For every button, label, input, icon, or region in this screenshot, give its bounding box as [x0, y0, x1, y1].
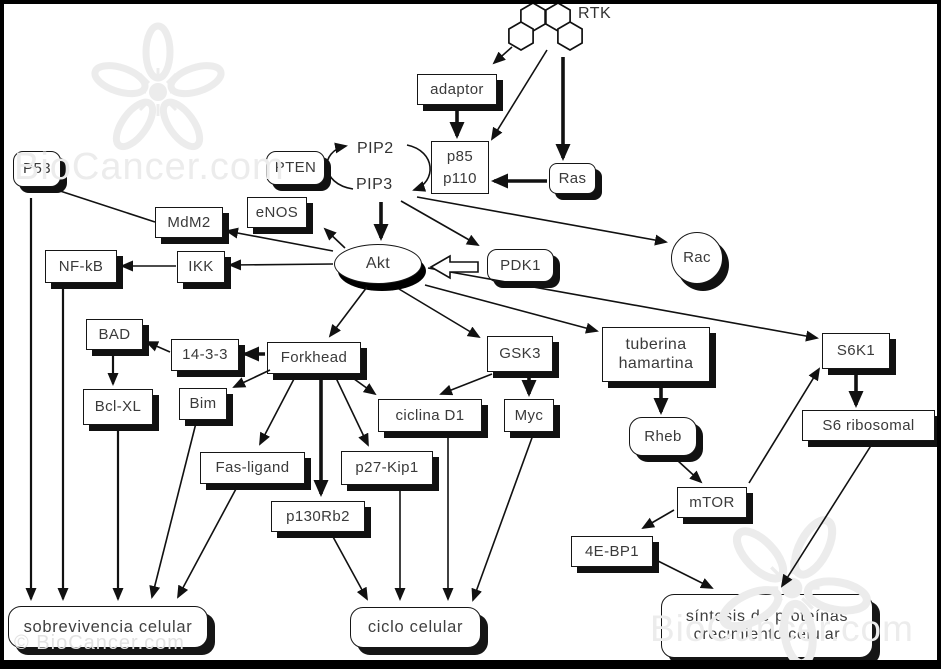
watermark-brand-top: BioCancer.com: [14, 146, 285, 188]
edge-forkhead-to-fasligand: [259, 376, 296, 446]
edge-akt-to-enos: [323, 227, 346, 249]
node-ciclo-celular: ciclo celular: [350, 607, 481, 648]
node-adaptor: adaptor: [417, 74, 497, 105]
arc-pip2-to-pip3: [406, 144, 431, 192]
edge-rheb-to-mtor: [676, 459, 703, 484]
node-gsk3: GSK3: [487, 336, 553, 372]
edge-p130rb2-to-ciclo: [331, 534, 368, 601]
node-pten: PTEN: [266, 151, 325, 185]
node-sobrevivencia-celular: sobrevivencia celular: [8, 606, 208, 648]
watermark-flower: [91, 22, 225, 151]
node-s6-ribosomal: S6 ribosomal: [802, 410, 935, 441]
label-rtk: RTK: [578, 5, 612, 22]
edge-forkhead-to-bim: [232, 369, 271, 388]
node-bclxl: Bcl-XL: [83, 389, 153, 425]
edge-pip3-to-rac: [416, 196, 668, 246]
edge-myc-to-ciclo: [471, 434, 534, 602]
node-mdm2: MdM2: [155, 207, 223, 238]
node-akt: Akt: [334, 244, 422, 284]
node-14-3-3: 14-3-3: [171, 339, 239, 371]
edge-akt-to-forkhead: [328, 286, 368, 338]
node-4e-bp1: 4E-BP1: [571, 536, 653, 567]
watermark-copyright: © BioCancer.com: [14, 632, 185, 654]
node-mtor: mTOR: [677, 487, 747, 518]
node-p130rb2: p130Rb2: [271, 501, 365, 532]
pdk1-akt-hollow-arrow: [429, 254, 479, 280]
edge-forkhead-to-p27kip1: [335, 377, 369, 447]
edge-gsk3-to-ciclinad1: [439, 373, 493, 396]
edge-akt-to-tuberina: [424, 284, 599, 334]
node-myc: Myc: [504, 399, 554, 432]
node-ikk: IKK: [177, 251, 225, 283]
node-p27-kip1: p27-Kip1: [341, 451, 433, 485]
node-ciclina-d1: ciclina D1: [378, 399, 482, 432]
edge-rtk-to-adaptor: [492, 46, 513, 65]
edge-mtor-to-fourebp1: [641, 509, 675, 530]
label-pip2: PIP2: [357, 140, 394, 157]
edge-akt-to-ikk: [228, 259, 334, 271]
node-nfkb: NF-kB: [45, 250, 117, 283]
node-fas-ligand: Fas-ligand: [200, 452, 305, 484]
node-pdk1: PDK1: [487, 249, 554, 282]
edge-mdm2-to-p53: [53, 188, 156, 223]
node-rac: Rac: [671, 232, 723, 284]
edge-bim-to-sobrevivencia: [149, 422, 197, 599]
edge-akt-to-mdm2: [225, 227, 334, 252]
node-bad: BAD: [86, 319, 143, 350]
label-pip3: PIP3: [356, 176, 393, 193]
node-s6k1: S6K1: [822, 333, 890, 369]
node-enos: eNOS: [247, 197, 307, 228]
watermark-brand-bottom: BioCancer.com: [650, 608, 914, 649]
edge-rtk-to-p85p110: [490, 49, 548, 141]
edge-t1433-to-bad: [145, 341, 171, 353]
edge-s6rib-to-sintesis: [780, 443, 873, 588]
node-ras: Ras: [549, 163, 596, 194]
rtk-receptor-icon: [508, 2, 583, 51]
arc-pip3-to-pip2: [326, 142, 354, 190]
edge-pip3-to-pdk1: [400, 200, 480, 246]
edge-akt-to-gsk3: [398, 288, 481, 339]
edge-forkhead-to-ciclinad1: [349, 375, 377, 396]
node-forkhead: Forkhead: [267, 342, 361, 374]
node-bim: Bim: [179, 388, 227, 420]
edge-fourebp1-to-sintesis: [657, 560, 714, 589]
node-rheb: Rheb: [629, 417, 697, 456]
node-p53: P53: [13, 151, 61, 187]
edge-fasligand-to-sobrevivencia: [177, 486, 238, 599]
